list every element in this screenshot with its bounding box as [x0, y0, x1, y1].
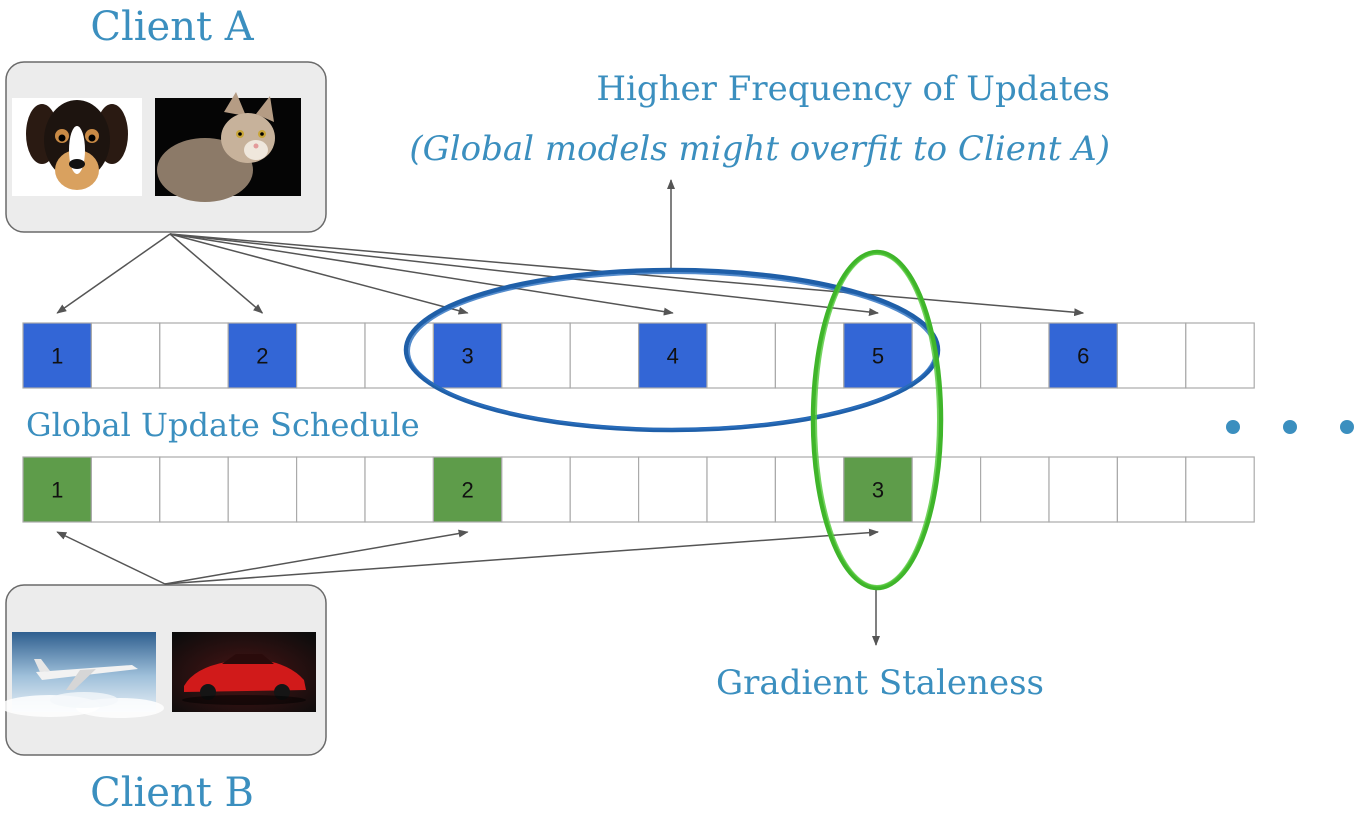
schedule-cell	[90, 456, 161, 523]
gradient-staleness-label: Gradient Staleness	[716, 663, 1044, 703]
schedule-cell	[637, 456, 708, 523]
schedule-cell	[90, 322, 161, 389]
higher-frequency-label: Higher Frequency of Updates	[596, 69, 1110, 109]
schedule-cell	[1185, 456, 1255, 523]
client-a-update-slot	[432, 322, 503, 389]
client-a-arrow	[56, 233, 171, 314]
client-a-update-number: 3	[461, 344, 473, 369]
schedule-cell	[911, 456, 982, 523]
client-a-update-slot	[843, 322, 913, 389]
schedule-cell	[1048, 456, 1119, 523]
schedule-cell	[296, 456, 366, 523]
schedule-cell	[774, 456, 845, 523]
schedule-cell	[364, 456, 435, 523]
schedule-cell	[1116, 322, 1187, 389]
client-a-arrow	[169, 233, 879, 316]
schedule-cell	[501, 456, 571, 523]
schedule-cell	[774, 322, 845, 389]
sports-car-photo-icon	[172, 632, 316, 712]
client-a-update-slot	[1048, 322, 1119, 389]
schedule-cell	[227, 456, 298, 523]
global-update-schedule-label: Global Update Schedule	[26, 406, 420, 444]
schedule-cell	[1116, 456, 1187, 523]
client-a-arrow	[169, 233, 674, 316]
schedule-cell	[501, 322, 571, 389]
client-b-update-number: 2	[461, 478, 473, 503]
client-a-arrow	[169, 233, 469, 315]
schedule-cell	[159, 456, 229, 523]
client-b-title: Client B	[90, 770, 254, 813]
client-b-arrow	[164, 529, 469, 585]
staleness-ellipse	[810, 249, 944, 591]
client-b-arrow	[56, 531, 166, 585]
client-b-arrow	[164, 528, 879, 585]
cat-photo-icon	[155, 92, 301, 202]
schedule-cell	[159, 322, 229, 389]
client-b-update-row: 1 2 3	[22, 456, 1255, 523]
schedule-cell	[706, 456, 777, 523]
schedule-cell	[296, 322, 366, 389]
schedule-cell	[979, 322, 1050, 389]
client-a-update-slot	[22, 322, 93, 389]
client-a-arrow	[169, 233, 264, 314]
airplane-photo-icon	[0, 632, 164, 718]
client-a-update-number: 1	[51, 344, 63, 369]
client-a-update-number: 5	[872, 344, 884, 369]
client-a-update-number: 2	[256, 344, 268, 369]
client-a-update-row: 1 2 3 4 5 6	[22, 322, 1255, 389]
client-b-update-slot	[843, 456, 913, 523]
client-a-arrows	[56, 233, 1085, 317]
dog-photo-icon	[12, 98, 142, 196]
schedule-cell	[1185, 322, 1255, 389]
client-a-update-slot	[637, 322, 708, 389]
schedule-cell	[706, 322, 777, 389]
client-a-update-number: 4	[667, 344, 679, 369]
schedule-cell	[569, 456, 640, 523]
client-b-update-number: 3	[872, 478, 884, 503]
schedule-cell	[979, 456, 1050, 523]
client-a-update-slot	[227, 322, 298, 389]
schedule-cell	[569, 322, 640, 389]
client-b-arrows	[56, 528, 879, 585]
client-b-update-number: 1	[51, 478, 63, 503]
overfit-note: (Global models might overfit to Client A…	[409, 129, 1110, 169]
client-a-update-number: 6	[1077, 344, 1089, 369]
client-a-title: Client A	[90, 4, 254, 50]
client-b-update-slot	[432, 456, 503, 523]
ellipsis-dots-icon	[1226, 420, 1354, 434]
